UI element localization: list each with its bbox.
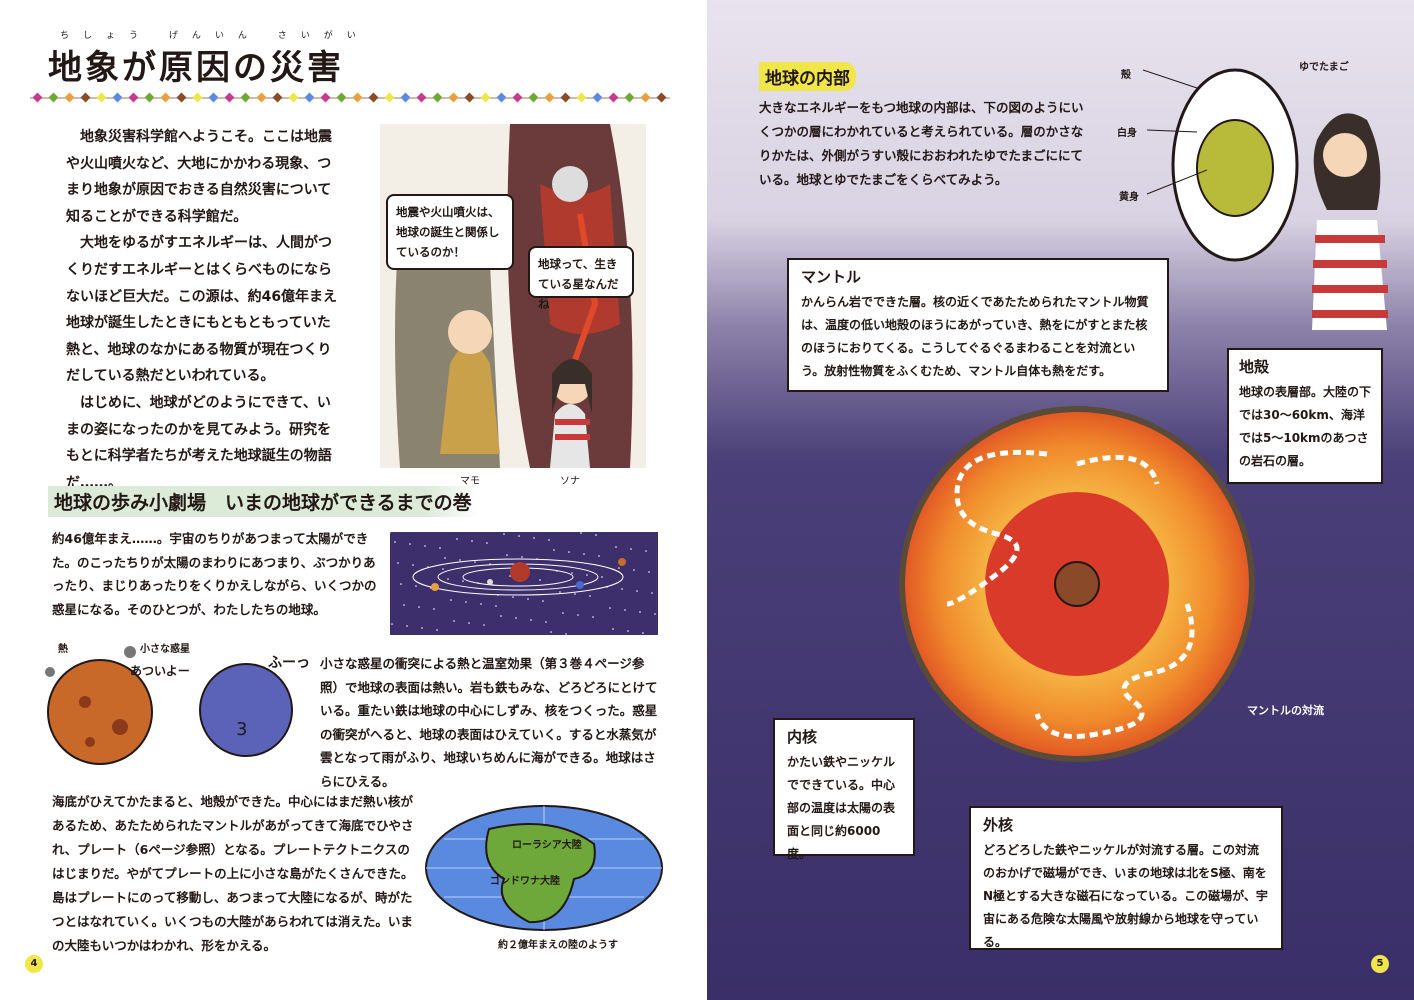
section-title-earth-interior: 地球の内部 <box>759 62 856 91</box>
map-label-gondwana: ゴンドワナ大陸 <box>490 876 560 887</box>
egg-leader-lines <box>1142 69 1207 195</box>
volcano-illustration: 地震や火山噴火は、地球の誕生と関係しているのか！ 地球って、生きている星なんだね <box>380 124 646 468</box>
label-heat: 熱 <box>58 644 68 655</box>
map-label-laurasia: ローラシア大陸 <box>512 840 582 851</box>
crust-text: 地球の表層部。大陸の下では30～60km、海洋では5～10kmのあつさの岩石の層… <box>1239 385 1372 468</box>
mantle-text: かんらん岩でできた層。核の近くであたためられたマントル物質は、温度の低い地殻のほ… <box>801 295 1149 378</box>
pangaea-map-illustration <box>425 805 663 931</box>
page-number-right: 5 <box>1371 955 1389 973</box>
label-small-planet: 小さな惑星 <box>140 644 190 655</box>
page-number-left: 4 <box>25 955 43 973</box>
svg-text:3: 3 <box>236 719 247 740</box>
inner-core-text: かたい鉄やニッケルでできている。中心部の温度は太陽の表面と同じ約6000度。 <box>787 755 896 861</box>
page-title: 地象が原因の災害 <box>48 48 344 88</box>
intro-paragraph-1: 地象災害科学館へようこそ。ここは地震や火山噴火など、大地にかかわる現象、つまり地… <box>66 129 332 225</box>
earth-cross-section <box>899 406 1255 762</box>
label-egg-yolk: 黄身 <box>1119 192 1139 203</box>
label-egg-shell: 殻 <box>1121 70 1131 81</box>
hot-planet-illustration <box>45 646 153 765</box>
right-page: 地球の内部 大きなエネルギーをもつ地球の内部は、下の図のようにいくつかの層にわか… <box>707 0 1414 1000</box>
crust-info-box: 地殻 地球の表層部。大陸の下では30～60km、海洋では5～10kmのあつさの岩… <box>1227 348 1383 484</box>
paragraph-planet-collision: 小さな惑星の衝突による熱と温室効果（第３巻４ページ参照）で地球の表面は熱い。岩も… <box>320 656 658 789</box>
character-name-sona: ソナ <box>560 476 580 487</box>
boiled-egg-illustration <box>1171 68 1299 262</box>
intro-paragraph-3: はじめに、地球がどのようにできて、いまの姿になったのかを見てみよう。研究をもとに… <box>66 394 332 491</box>
intro-text: 地象災害科学館へようこそ。ここは地震や火山噴火など、大地にかかわる現象、つまり地… <box>66 124 341 496</box>
crust-title: 地殻 <box>1239 358 1270 376</box>
cooling-planet-illustration: 3 <box>199 663 293 757</box>
paragraph-sun-formation: 約46億年まえ……。宇宙のちりがあつまって太陽ができた。のこったちりが太陽のまわ… <box>52 531 377 617</box>
solar-system-illustration <box>389 531 658 635</box>
sfx-phew: ふーっ <box>268 655 310 671</box>
label-egg-white: 白身 <box>1117 128 1137 139</box>
outer-core-text: どろどろした鉄やニッケルが対流する層。この対流のおかげで磁場ができ、いまの地球は… <box>983 843 1268 949</box>
speech-bubble-sona: 地球って、生きている星なんだね <box>528 246 634 311</box>
section-title-earth-history: 地球の歩み小劇場 いまの地球ができるまでの巻 <box>48 486 478 517</box>
inner-core-title: 内核 <box>787 728 818 746</box>
inner-core-info-box: 内核 かたい鉄やニッケルでできている。中心部の温度は太陽の表面と同じ約6000度… <box>773 718 915 861</box>
speech-bubble-mamo: 地震や火山噴火は、地球の誕生と関係しているのか！ <box>386 194 514 270</box>
mantle-info-box: マントル かんらん岩でできた層。核の近くであたためられたマントル物質は、温度の低… <box>787 258 1169 392</box>
label-boiled-egg: ゆでたまご <box>1299 62 1349 73</box>
decorative-bead-line <box>30 92 670 103</box>
sfx-hot: あついよー <box>130 664 190 678</box>
left-page: ちしょう げんいん さいがい 地象が原因の災害 地象災害科学館へようこそ。ここは… <box>25 31 670 973</box>
outer-core-info-box: 外核 どろどろした鉄やニッケルが対流する層。この対流のおかげで磁場ができ、いまの… <box>969 806 1283 950</box>
map-caption: 約２億年まえの陸のようす <box>498 940 618 951</box>
paragraph-plate-tectonics: 海底がひえてかたまると、地殻ができた。中心にはまだ熱い核があるため、あたためられ… <box>52 794 414 953</box>
outer-core-title: 外核 <box>983 816 1014 834</box>
girl-illustration <box>1312 113 1388 330</box>
character-name-mamo: マモ <box>460 476 480 487</box>
title-ruby: ちしょう げんいん さいがい <box>60 31 370 41</box>
label-mantle-convection: マントルの対流 <box>1247 704 1324 717</box>
intro-paragraph-2: 大地をゆるがすエネルギーは、人間がつくりだすエネルギーとはくらべものにならないほ… <box>66 235 338 385</box>
earth-interior-intro: 大きなエネルギーをもつ地球の内部は、下の図のようにいくつかの層にわかれていると考… <box>759 100 1084 187</box>
mantle-title: マントル <box>801 268 862 286</box>
